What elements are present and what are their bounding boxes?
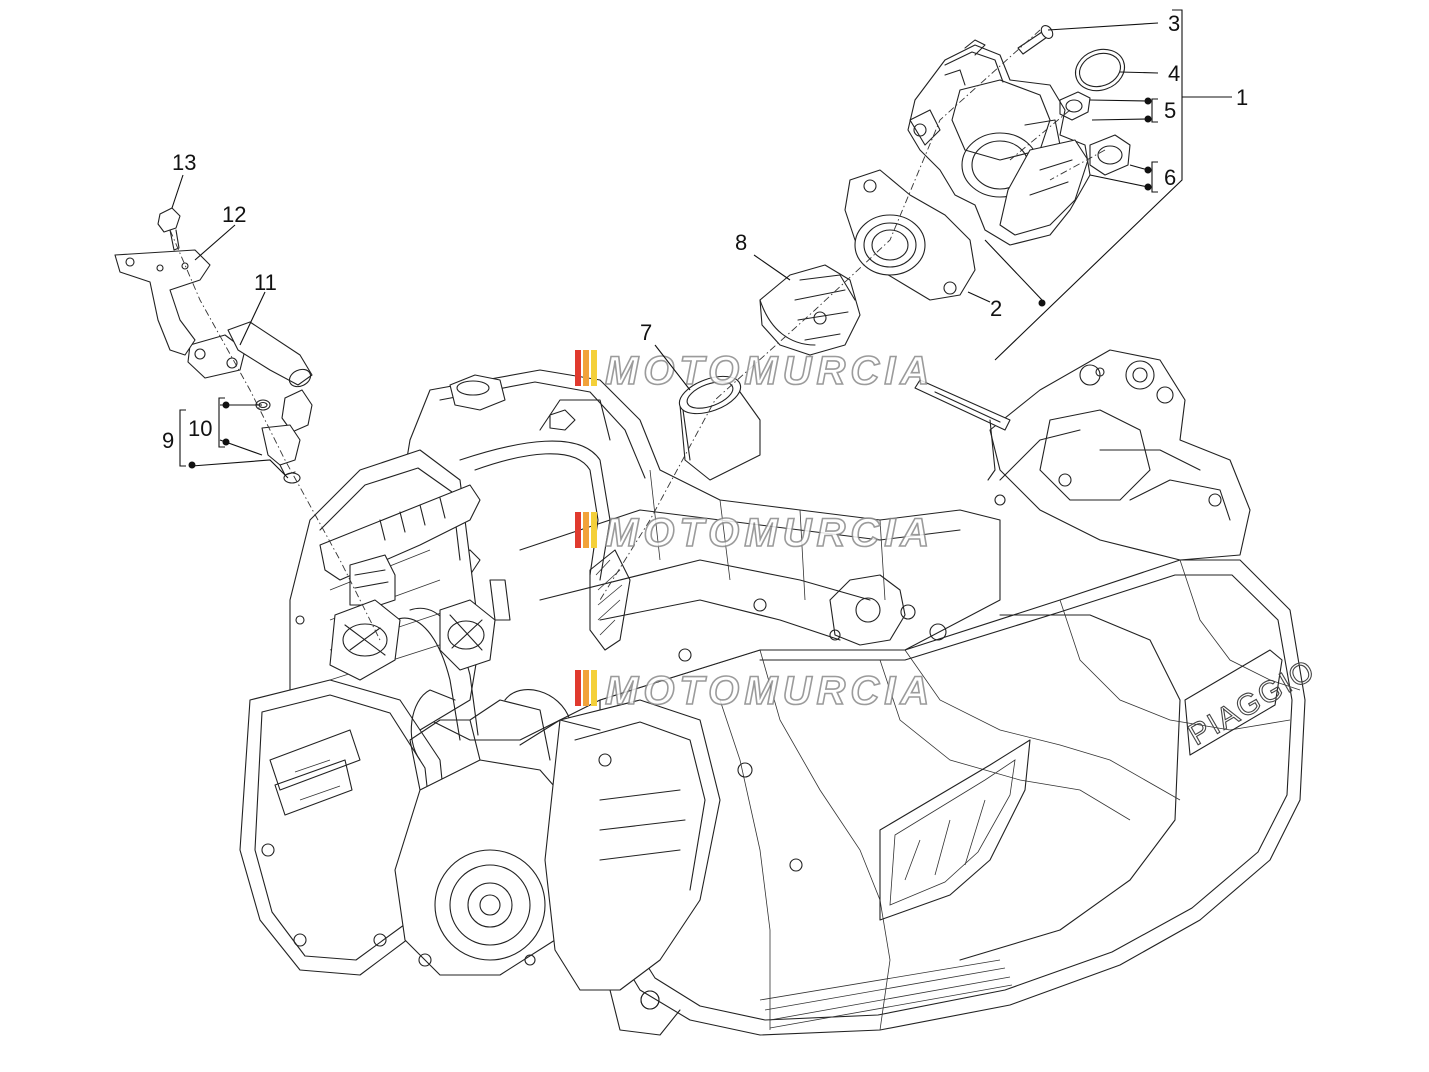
callout-1: 1 [1236,85,1248,110]
callout-6: 6 [1164,165,1176,190]
callout-7: 7 [640,320,652,345]
watermark-3: MOTOMURCIA [575,668,934,714]
watermark-stripe-red [575,512,581,548]
flange-part-8 [759,264,861,356]
watermark-1: MOTOMURCIA [575,348,934,394]
injector-part-10 [255,389,313,484]
callout-5: 5 [1164,98,1176,123]
lower-crankcase [519,699,721,1036]
watermark-stripe-orange [583,350,589,386]
gasket-part-6 [1089,134,1131,176]
callout-labels: 3 4 1 5 6 2 8 7 11 12 13 10 9 [162,11,1248,453]
callout-11: 11 [254,270,277,295]
callout-9: 9 [162,428,174,453]
sleeve-part-7 [678,375,761,481]
watermark-stripe-red [575,350,581,386]
watermark-stripe-orange [583,512,589,548]
watermark-text: MOTOMURCIA [605,669,934,713]
engine-assembly: PIAGGIO [239,349,1322,1036]
rear-hub-area [914,349,1251,561]
watermark-text: MOTOMURCIA [605,349,934,393]
water-pump [394,689,581,976]
cvt-cover: PIAGGIO [598,559,1322,1036]
o-ring-part-4 [1074,48,1126,92]
sensor-part-11 [187,321,313,388]
watermark-stripe-yellow [591,670,597,706]
throttle-body-assembly [907,39,1091,246]
callout-13: 13 [172,150,196,175]
callout-12: 12 [222,202,246,227]
assembly-axis-lines [169,29,1106,641]
watermark-2: MOTOMURCIA [575,510,934,556]
callout-10: 10 [188,416,212,441]
callout-3: 3 [1168,11,1180,36]
callout-8: 8 [735,230,747,255]
screw-part-3 [1017,25,1054,55]
watermark-stripe-yellow [591,350,597,386]
intake-manifold [844,169,976,301]
gasket-part-5 [1059,91,1091,121]
bolt-part-13 [157,207,181,251]
callout-2: 2 [990,296,1002,321]
watermark-stripe-orange [583,670,589,706]
watermark-text: MOTOMURCIA [605,511,934,555]
watermark-stripe-yellow [591,512,597,548]
callout-leaders [171,9,1232,479]
watermark-stripe-red [575,670,581,706]
callout-4: 4 [1168,61,1180,86]
bracket-part-12 [114,249,211,356]
